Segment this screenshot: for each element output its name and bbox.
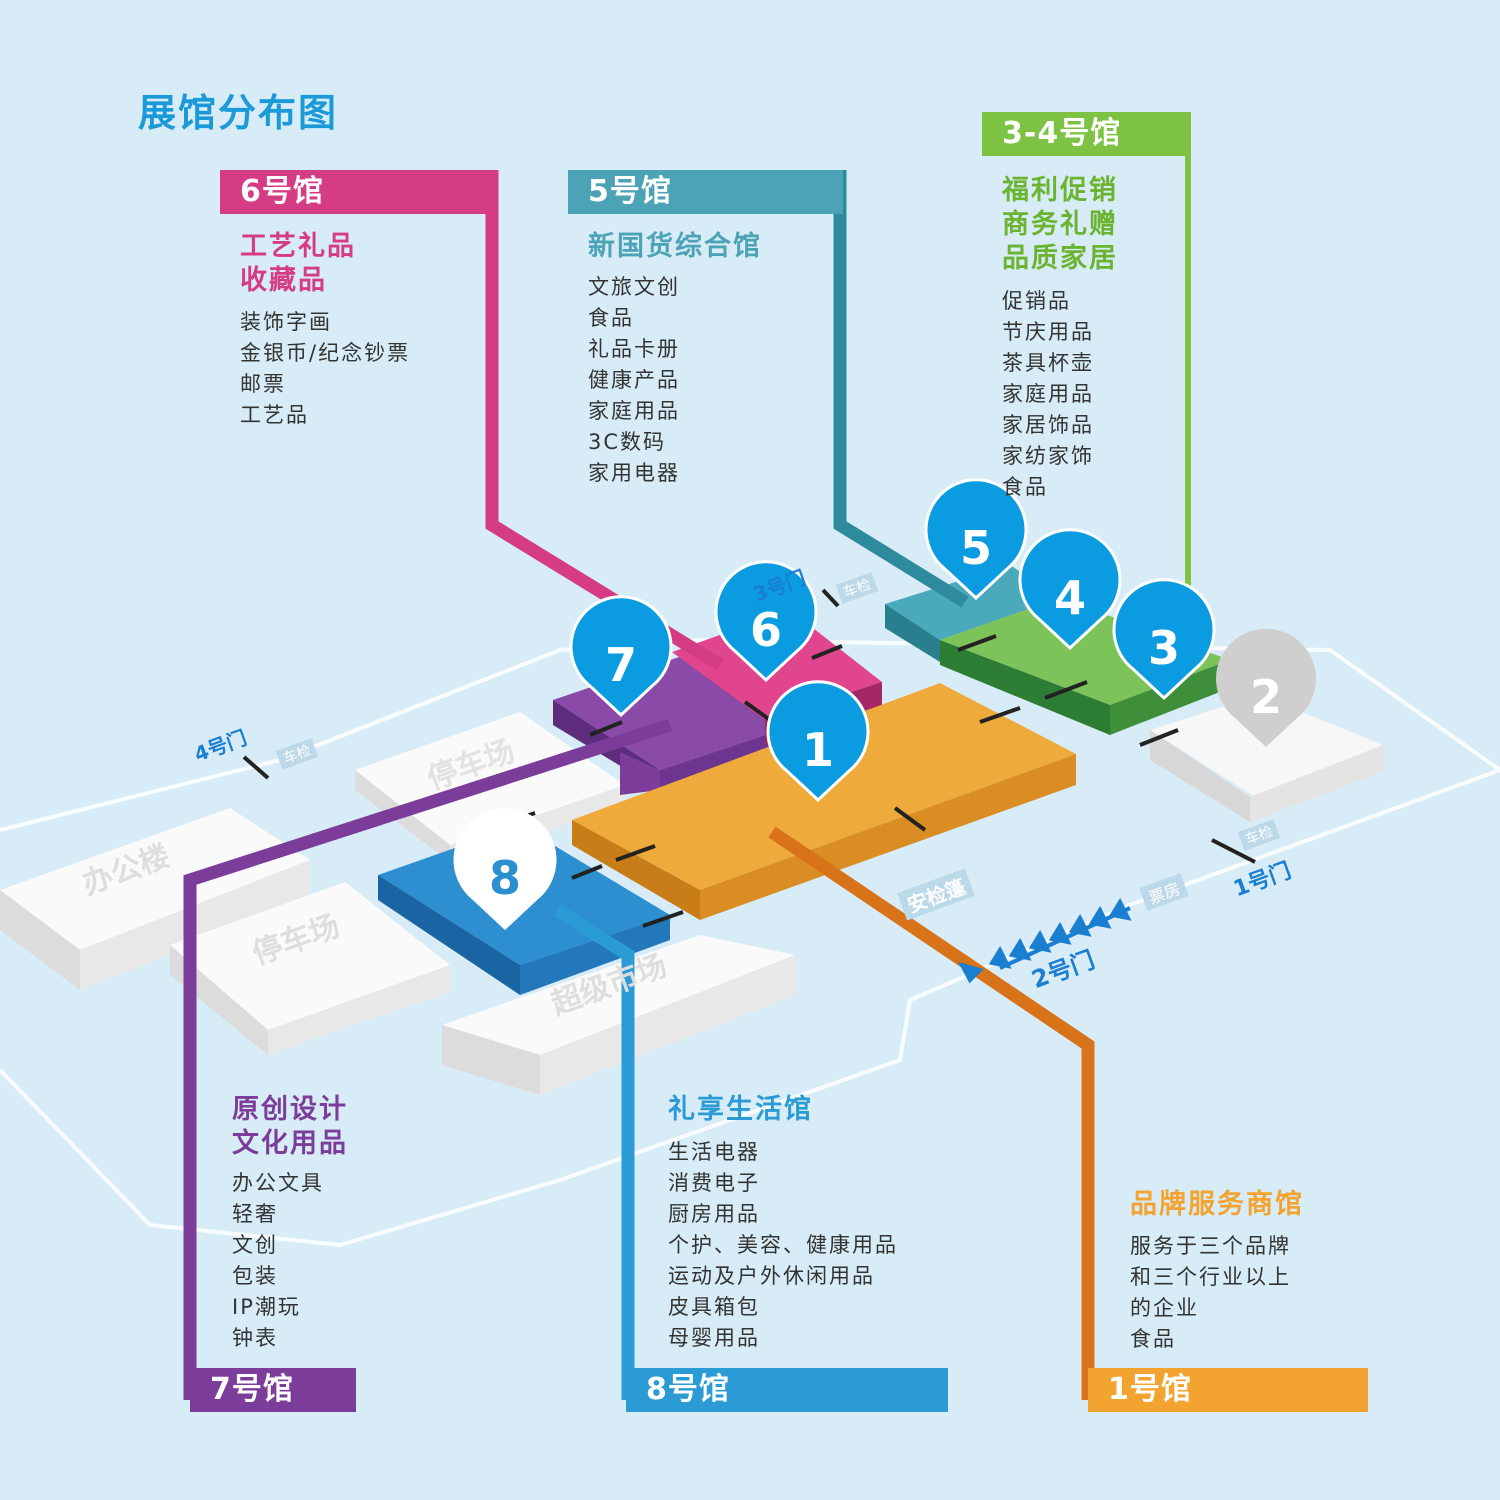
pin-marker-icon <box>766 680 870 803</box>
hall-pin-7: 7 <box>569 595 673 718</box>
hall-pin-6: 6 <box>714 560 818 683</box>
pin-number: 7 <box>605 638 637 692</box>
hall-pin-5: 5 <box>924 478 1028 601</box>
hall-pin-1: 1 <box>766 680 870 803</box>
hall-pin-2: 2 <box>1216 628 1316 747</box>
pin-number: 1 <box>802 723 834 777</box>
hall-pin-3: 3 <box>1112 578 1216 701</box>
hall-34-heading: 福利促销商务礼赠品质家居 <box>1002 175 1118 274</box>
hall-5-heading: 新国货综合馆 <box>588 231 762 262</box>
passage-arrows <box>242 588 1256 928</box>
hall-pin-4: 4 <box>1018 528 1122 651</box>
page-title: 展馆分布图 <box>138 91 339 135</box>
pin-marker-icon <box>924 478 1028 601</box>
hall-8-tab: 8号馆 <box>626 1368 948 1412</box>
gate-2-arrows <box>958 897 1132 984</box>
pin-number: 2 <box>1250 670 1282 724</box>
hall-6-tab: 6号馆 <box>220 170 495 214</box>
leader-line-1 <box>768 826 1095 1400</box>
hall-34-items: 促销品节庆用品茶具杯壶家庭用品家居饰品家纺家饰食品 <box>1002 289 1094 499</box>
pin-marker-icon <box>569 595 673 718</box>
hall-1-tab: 1号馆 <box>1088 1368 1368 1412</box>
pin-marker-icon <box>1216 628 1316 747</box>
hall-2-block <box>1150 695 1383 822</box>
hall-5-block <box>885 565 1060 662</box>
hall-7-tab: 7号馆 <box>190 1368 356 1412</box>
hall-5-tab: 5号馆 <box>568 170 843 214</box>
hall-8-heading: 礼享生活馆 <box>668 1094 813 1125</box>
hall-7-heading: 原创设计文化用品 <box>232 1094 348 1159</box>
pin-marker-icon <box>453 808 557 931</box>
pin-number: 5 <box>960 521 992 575</box>
pin-number: 4 <box>1054 571 1086 625</box>
hall-pin-8: 8 <box>453 808 557 931</box>
pin-marker-icon <box>1112 578 1216 701</box>
pin-number: 8 <box>489 851 521 905</box>
pin-number: 6 <box>750 603 782 657</box>
hall-6-heading: 工艺礼品收藏品 <box>240 231 356 296</box>
pin-marker-icon <box>714 560 818 683</box>
pin-number: 3 <box>1148 621 1180 675</box>
leader-line-8 <box>553 904 635 1400</box>
leader-line-7 <box>183 718 672 1400</box>
leader-line-5 <box>833 170 969 608</box>
pin-marker-icon <box>1018 528 1122 651</box>
hall-6-items: 装饰字画金银币/纪念钞票邮票工艺品 <box>240 310 411 427</box>
hall-1-heading: 品牌服务商馆 <box>1130 1189 1304 1220</box>
hall-8-items: 生活电器消费电子厨房用品个护、美容、健康用品运动及户外休闲用品皮具箱包母婴用品 <box>668 1140 898 1350</box>
hall-1-items: 服务于三个品牌和三个行业以上的企业食品 <box>1130 1234 1291 1351</box>
hall-34-tab: 3-4号馆 <box>982 112 1190 156</box>
building-supermarket <box>442 935 795 1095</box>
